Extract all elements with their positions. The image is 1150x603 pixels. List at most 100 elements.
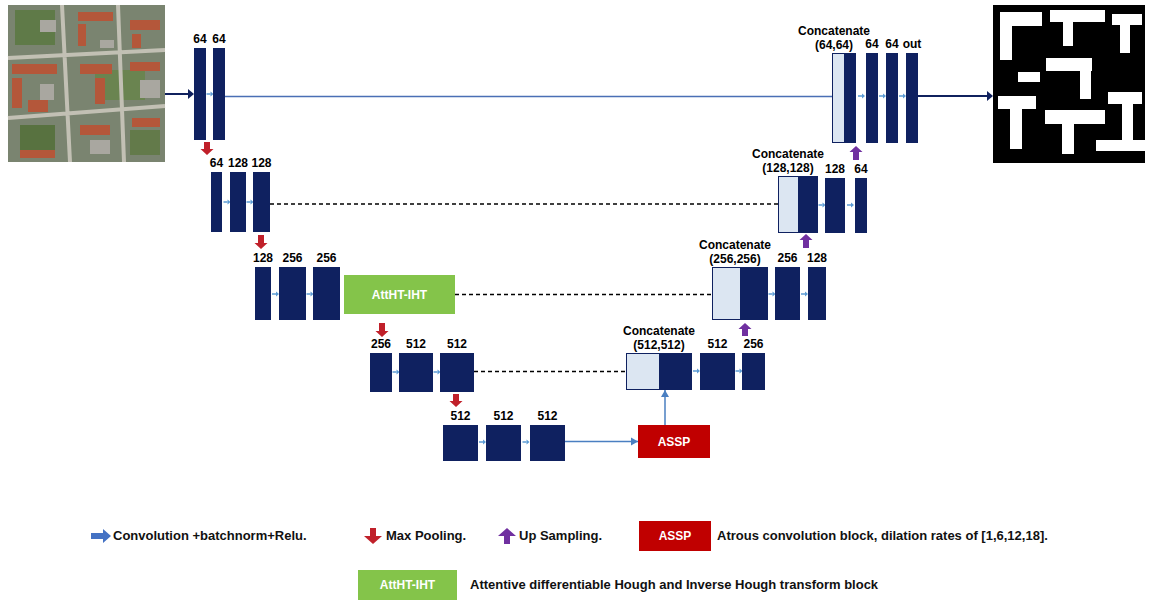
conv-layer: 64 (211, 172, 222, 232)
satellite-image (8, 5, 165, 162)
satellite-image (132, 34, 141, 48)
conv-layer: 64 (866, 53, 878, 143)
conv-layer: 512 (443, 425, 478, 461)
conv-layer: 256 (775, 267, 800, 320)
output-mask (1000, 26, 1012, 60)
concat-label: Concatenate (128,128) (742, 147, 834, 175)
arrow-head (661, 390, 669, 397)
conv-layer: 128 (825, 178, 845, 233)
output-mask (1062, 124, 1074, 154)
conv-layer: 128 (253, 172, 270, 232)
concat-layer: Concatenate (256,256) (712, 267, 768, 320)
legend-entry: Atrous convolution block, dilation rates… (717, 528, 1048, 544)
block-label: AttHT-IHT (372, 288, 427, 302)
conv-arrow (736, 370, 740, 372)
conv-arrow (769, 293, 773, 295)
legend-arrow-shape (91, 529, 111, 543)
conv-layer: 64 (194, 48, 206, 140)
output-mask (1096, 140, 1145, 151)
satellite-image (90, 140, 110, 154)
connector-line (455, 294, 712, 296)
legend-swatch: AttHT-IHT (358, 570, 457, 600)
conv-arrow (247, 201, 251, 203)
output-mask (1050, 10, 1105, 22)
output-mask (998, 96, 1036, 109)
output-mask (1018, 72, 1040, 82)
satellite-image (95, 78, 105, 104)
channel-number: 512 (447, 337, 467, 351)
io-arrow (918, 95, 987, 97)
conv-arrow (307, 293, 311, 295)
io-arrow (165, 93, 188, 95)
satellite-image (140, 80, 160, 98)
channel-heading: 64 (210, 156, 223, 170)
legend-text: Up Sampling. (519, 528, 602, 544)
channel-heading: 512 (493, 409, 513, 423)
connector (565, 438, 638, 446)
channel-number: 256 (316, 251, 336, 265)
channel-heading: 256 (282, 251, 302, 265)
conv-layer: 512 (440, 353, 474, 392)
output-mask (1112, 14, 1142, 25)
up-sampling-arrow (739, 323, 752, 336)
aspp-block: ASSP (638, 425, 710, 458)
output-mask (1080, 71, 1091, 99)
satellite-image (80, 64, 112, 74)
conv-arrow (393, 371, 397, 373)
legend-arrow-shape (498, 528, 516, 544)
conv-layer: 512 (530, 425, 565, 461)
legend-text: Attentive differentiable Hough and Inver… (470, 577, 878, 593)
channel-number: 64 (865, 37, 878, 51)
satellite-image (80, 125, 110, 135)
channel-number: 64 (212, 32, 225, 46)
conv-arrow (272, 293, 276, 295)
satellite-image (40, 84, 54, 100)
conv-arrow (819, 204, 823, 206)
channel-number: out (903, 37, 922, 51)
channel-heading: Concatenate (256,256) (689, 238, 781, 266)
channel-number: 512 (707, 337, 727, 351)
channel-heading: 64 (212, 32, 225, 46)
max-pooling-arrow (201, 142, 463, 407)
channel-heading: 512 (707, 337, 727, 351)
legend-up-arrow (498, 528, 516, 544)
conv-layer: 64 (855, 178, 867, 233)
concat-layer: Concatenate (512,512) (626, 353, 692, 390)
channel-number: 512 (493, 409, 513, 423)
io-arrow (987, 91, 993, 101)
block-label: ASSP (658, 435, 691, 449)
output-mask (1046, 58, 1092, 71)
swatch-label: AttHT-IHT (380, 578, 435, 592)
channel-heading: 512 (537, 409, 557, 423)
channel-heading: 512 (406, 337, 426, 351)
channel-number: 64 (885, 37, 898, 51)
satellite-image (130, 62, 160, 71)
satellite-image (8, 5, 165, 162)
connector (474, 371, 626, 372)
conv-arrow (862, 94, 865, 99)
conv-arrow (207, 92, 907, 445)
channel-number: 512 (406, 337, 426, 351)
channel-heading: Concatenate (128,128) (742, 147, 834, 175)
conv-layer: 256 (279, 267, 306, 320)
conv-layer: 256 (313, 267, 340, 320)
conv-layer: 64 (213, 48, 225, 140)
conv-layer: 512 (486, 425, 521, 461)
output-mask (993, 5, 1145, 163)
conv-layer: 128 (230, 172, 246, 232)
channel-heading: 64 (885, 37, 898, 51)
conv-layer: 256 (370, 353, 392, 392)
legend-entry: Attentive differentiable Hough and Inver… (470, 577, 878, 593)
output-mask (1122, 104, 1133, 140)
up-sampling-arrow (850, 146, 863, 160)
concat-layer: Concatenate (64,64) (832, 53, 856, 143)
connector-line (474, 371, 626, 373)
channel-heading: 128 (228, 156, 248, 170)
channel-number: 64 (210, 156, 223, 170)
channel-heading: 64 (865, 37, 878, 51)
legend-text: Convolution +batchnorm+Relu. (113, 528, 307, 544)
legend-text: Atrous convolution block, dilation rates… (717, 528, 1048, 544)
output-mask (1120, 25, 1130, 53)
